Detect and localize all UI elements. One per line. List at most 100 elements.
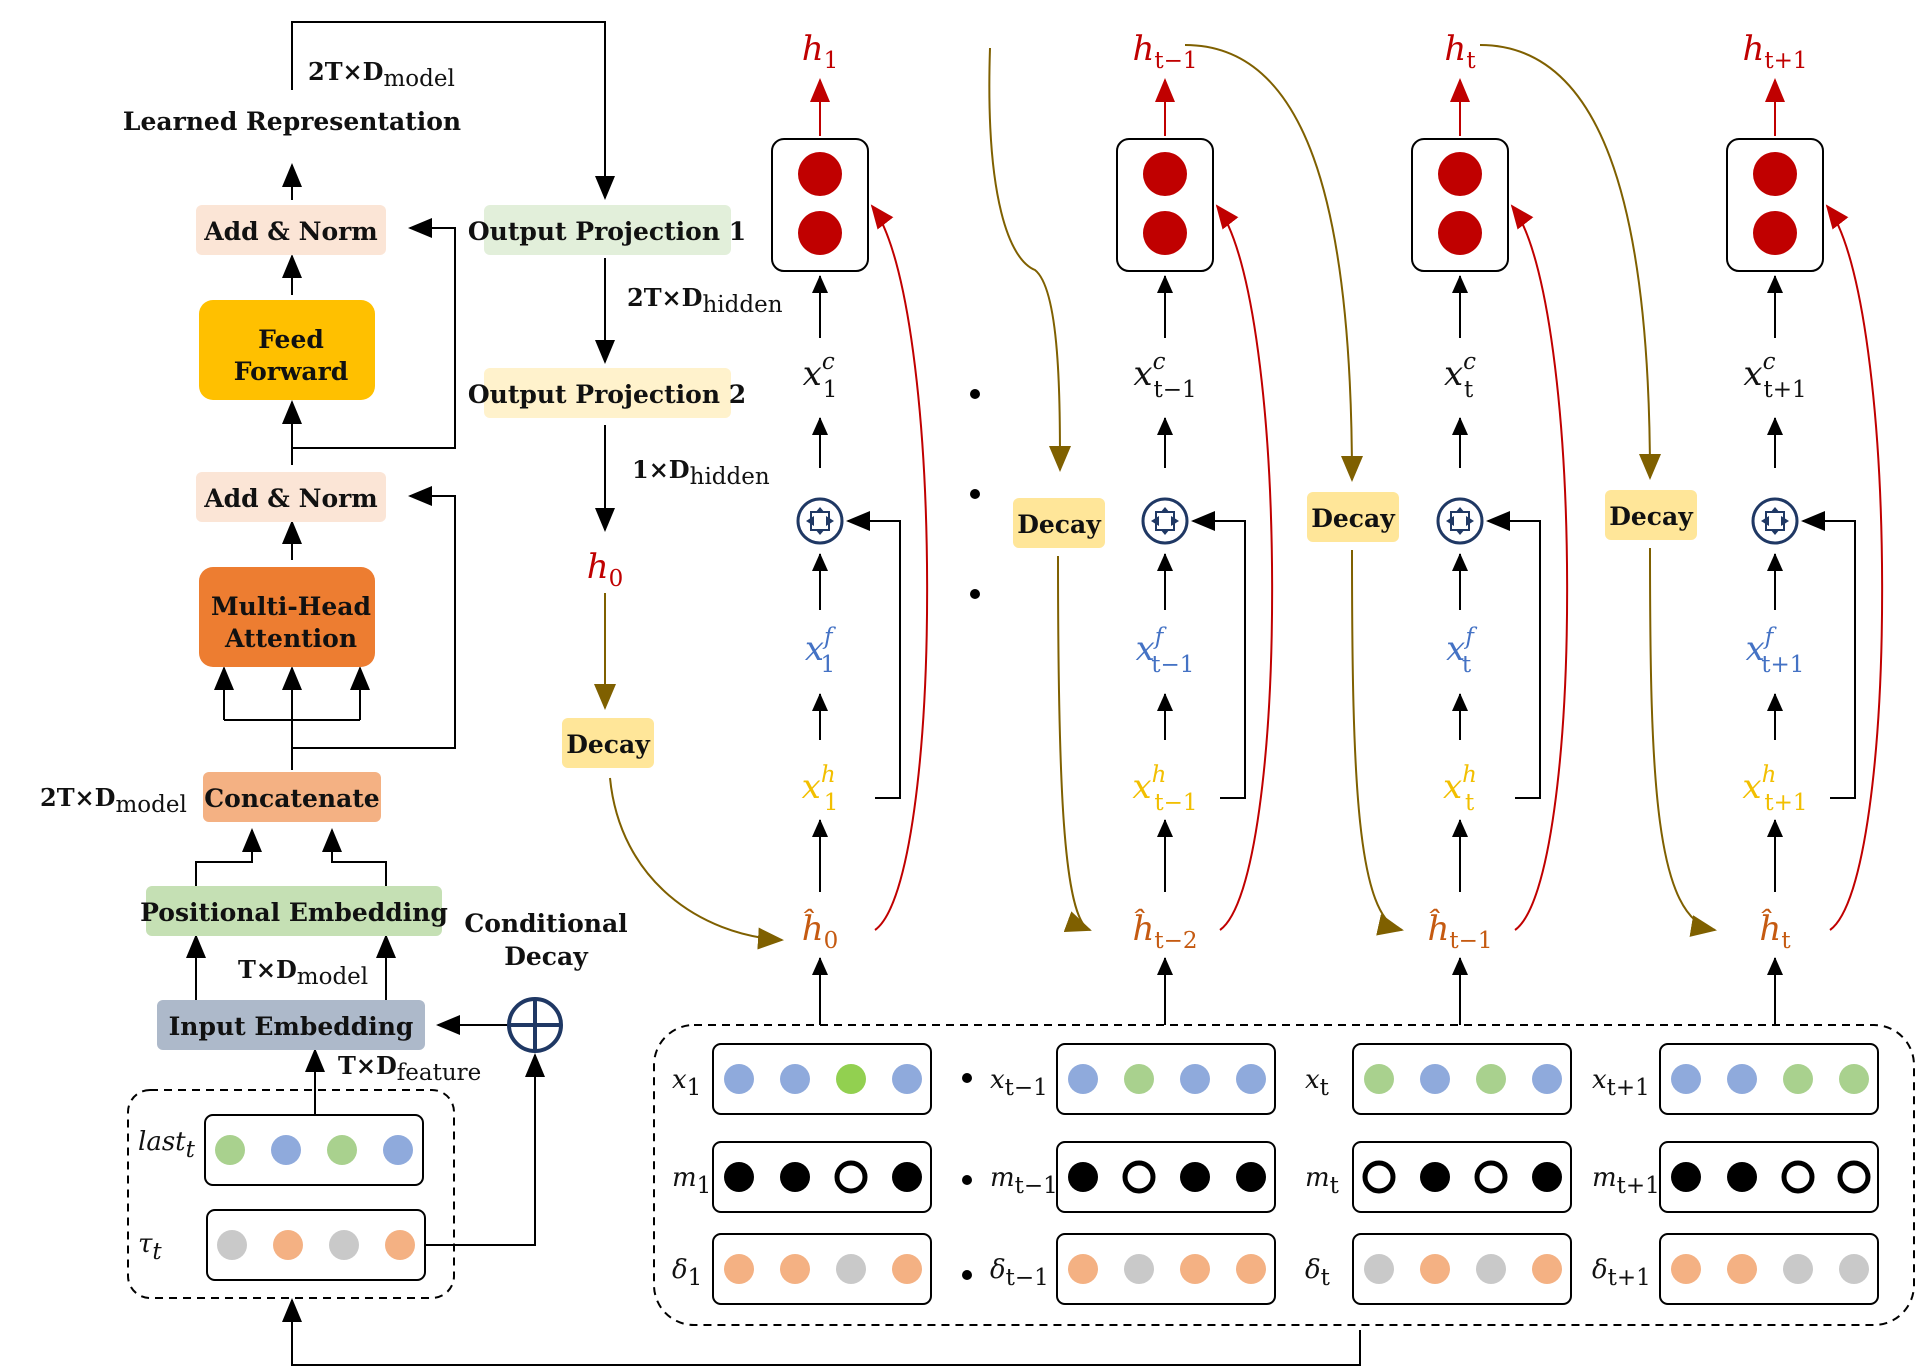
value-dot (1420, 1064, 1450, 1094)
decay-node: Decay (1013, 498, 1105, 932)
combine-gate-icon (1751, 497, 1799, 545)
conditional-decay-label-2: Decay (504, 942, 589, 971)
input-row-label: x1 (672, 1065, 701, 1101)
mask-dot-observed (724, 1162, 754, 1192)
input-column: xt−1mt−1δt−1 (990, 1043, 1276, 1305)
value-dot (1124, 1064, 1154, 1094)
value-dot (1727, 1254, 1757, 1284)
conditional-decay-label-1: Conditional (464, 909, 627, 938)
value-dot (724, 1254, 754, 1284)
value-dot (1727, 1064, 1757, 1094)
value-dot (217, 1230, 247, 1260)
positional-embedding-label: Positional Embedding (140, 898, 448, 927)
cell-unit (1438, 152, 1482, 196)
learned-representation-label: Learned Representation (123, 107, 461, 136)
multi-head-attention-box (199, 567, 375, 667)
h-output-label: ht+1 (1742, 29, 1807, 74)
input-row-label: mt (1305, 1163, 1340, 1199)
value-dot (1420, 1254, 1450, 1284)
input-column: x1 m1 δ1 (672, 1043, 932, 1305)
value-dot (836, 1254, 866, 1284)
input-embedding-label: Input Embedding (169, 1012, 414, 1041)
ellipsis-dots (970, 389, 980, 599)
projection-block: Output Projection 1 2T×Dhidden Output Pr… (468, 205, 784, 950)
mask-dot-observed (892, 1162, 922, 1192)
decay-box (1013, 498, 1105, 548)
cell-unit (798, 152, 842, 196)
h-output-label: h1 (802, 29, 839, 74)
h0-decay-label: Decay (566, 730, 651, 759)
value-dot (271, 1135, 301, 1165)
history-skip-arrow (1801, 511, 1856, 799)
value-dot (1236, 1064, 1266, 1094)
mask-dot-observed (1727, 1162, 1757, 1192)
decay-input-arrow (988, 47, 1071, 472)
mask-dot-missing (1474, 1160, 1508, 1194)
hidden-to-cell-arrow (1825, 204, 1884, 931)
gru-cell-box (771, 138, 869, 272)
mask-dot-missing (1837, 1160, 1871, 1194)
concatenate-label: Concatenate (204, 784, 379, 813)
add-norm-top-box (196, 205, 386, 255)
input-row-label: xt (1305, 1065, 1330, 1101)
h-output-label: ht−1 (1132, 29, 1197, 74)
value-dot (1068, 1064, 1098, 1094)
hidden-to-cell-arrow (870, 204, 929, 931)
hidden-dim-2-label: 1×Dhidden (632, 455, 770, 490)
h-hat-label: ĥt (1759, 908, 1791, 954)
input-column: xt+1mt+1δt+1 (1592, 1043, 1879, 1305)
input-vector-box (1056, 1233, 1276, 1305)
value-dot (780, 1064, 810, 1094)
conditional-decay-oplus-icon (507, 997, 563, 1053)
value-dot (1476, 1064, 1506, 1094)
positional-embedding-box (146, 886, 442, 936)
mask-dot-missing (1781, 1160, 1815, 1194)
value-dot (836, 1064, 866, 1094)
tau-t-dots (217, 1230, 415, 1260)
value-dot (1124, 1254, 1154, 1284)
input-vector-box (1659, 1141, 1879, 1213)
value-dot (385, 1230, 415, 1260)
value-dot (1180, 1254, 1210, 1284)
history-skip-arrow (1486, 511, 1541, 799)
add-norm-bottom-label: Add & Norm (203, 484, 378, 513)
input-vector-box (712, 1233, 932, 1305)
input-row-label: xt+1 (1592, 1065, 1650, 1101)
input-vector-box (712, 1141, 932, 1213)
last-t-dots (215, 1135, 413, 1165)
input-row-label: m1 (672, 1163, 711, 1199)
mask-dot-observed (1180, 1162, 1210, 1192)
cell-unit (1143, 152, 1187, 196)
input-ellipsis-dots (962, 1073, 972, 1280)
cell-unit (1753, 152, 1797, 196)
decay-input-arrow (1479, 44, 1661, 480)
value-dot (329, 1230, 359, 1260)
feed-forward-label-2: Forward (234, 357, 349, 386)
input-vector-box (1659, 1043, 1879, 1115)
value-dot (1068, 1254, 1098, 1284)
input-row-label: δ1 (672, 1255, 702, 1291)
value-dot (724, 1064, 754, 1094)
h-hat-label: ĥ0 (802, 908, 839, 954)
mask-dot-observed (1236, 1162, 1266, 1192)
output-projection-2-box (484, 368, 731, 418)
tau-t-label: τt (138, 1229, 162, 1265)
decay-box (1307, 492, 1399, 542)
input-features-dashed-group (127, 1089, 455, 1299)
input-row-label: δt (1305, 1255, 1331, 1291)
value-dot (1783, 1254, 1813, 1284)
cell-unit (1143, 211, 1187, 255)
h-output-label: ht (1444, 29, 1476, 74)
mask-dot-observed (1420, 1162, 1450, 1192)
value-dot (1180, 1064, 1210, 1094)
